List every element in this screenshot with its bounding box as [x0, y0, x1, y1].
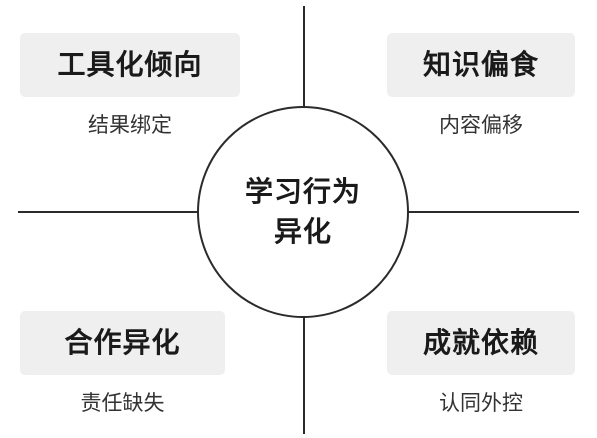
quadrant-title: 合作异化	[20, 311, 225, 375]
quadrant-subtitle: 责任缺失	[80, 391, 165, 415]
quadrant-subtitle: 认同外控	[439, 391, 523, 415]
quadrant-bottom-left: 合作异化 责任缺失	[20, 311, 225, 417]
quadrant-title: 工具化倾向	[20, 33, 240, 97]
quadrant-title: 知识偏食	[387, 33, 575, 97]
quadrant-top-right: 知识偏食 内容偏移	[387, 33, 575, 139]
quadrant-subtitle: 结果绑定	[88, 113, 172, 137]
quadrant-top-left: 工具化倾向 结果绑定	[20, 33, 240, 139]
quadrant-title: 成就依赖	[387, 311, 575, 375]
center-label: 学习行为异化	[244, 175, 361, 248]
center-circle: 学习行为异化	[197, 106, 409, 318]
quadrant-subtitle: 内容偏移	[439, 113, 523, 137]
quadrant-bottom-right: 成就依赖 认同外控	[387, 311, 575, 417]
